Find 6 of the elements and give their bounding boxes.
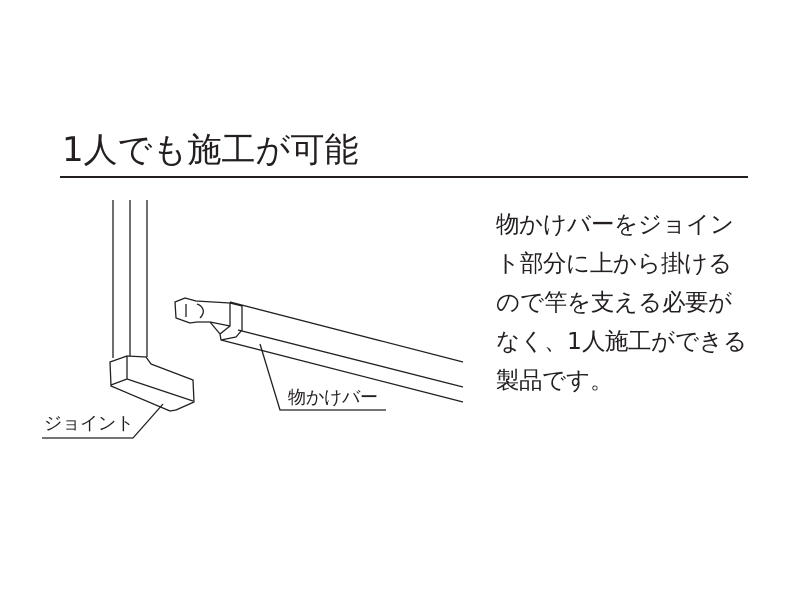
part-label: ジョイント	[44, 414, 134, 434]
title: 1人でも施工が可能	[62, 130, 359, 170]
description-text: 物かけバーをジョイント部分に上から掛けるので竿を支える必要がなく、1人施工ができる製品です。	[496, 209, 748, 396]
part-label: 物かけバー	[288, 388, 378, 408]
leader-line	[42, 404, 164, 439]
joint-drawing	[109, 355, 195, 412]
